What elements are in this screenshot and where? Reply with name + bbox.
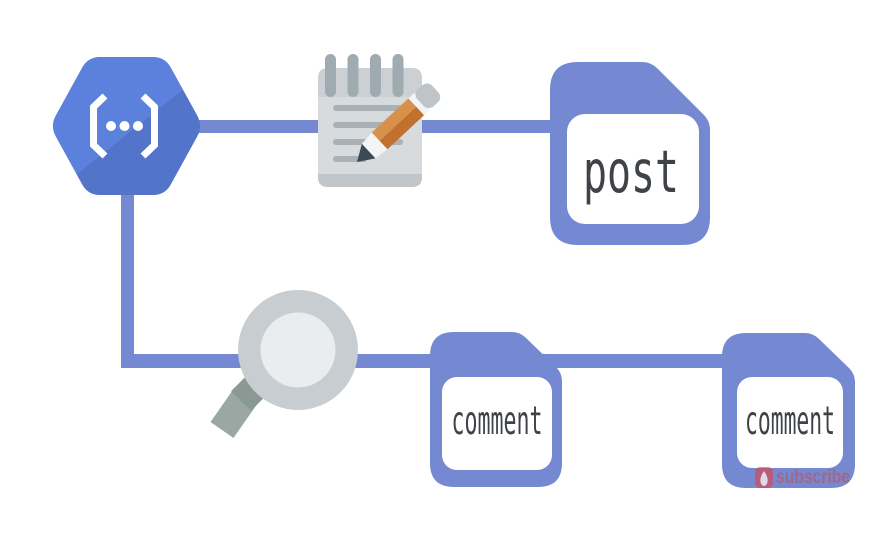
spiral-ring-2: [347, 54, 359, 97]
brace-dot-2: [119, 121, 130, 131]
magnifying-glass-icon: [210, 290, 358, 439]
pencil-eraser: [415, 83, 441, 109]
post-file-card: [567, 114, 699, 224]
connector-api-down: [121, 178, 134, 368]
comment-file-1: comment: [430, 332, 562, 487]
comment-file-1-card: [442, 377, 552, 470]
spiral-ring-3: [370, 54, 381, 97]
magnifier-lens: [260, 312, 336, 388]
pencil-body-light: [371, 98, 417, 141]
spiral-ring-1: [325, 54, 336, 97]
post-file: post: [550, 62, 710, 245]
hexagon-inner-shadow: [76, 76, 201, 195]
post-file-label: post: [583, 137, 679, 206]
pencil-band: [408, 92, 430, 116]
pencil-icon: [357, 83, 441, 162]
subscribe-watermark[interactable]: subscribe: [755, 467, 850, 488]
brace-dot-3: [133, 121, 143, 131]
pencil-tip: [357, 143, 376, 162]
magnifier-handle: [210, 388, 257, 439]
comment-file-2-card: [737, 377, 843, 468]
notepad-pencil-icon: [318, 54, 441, 187]
pencil-wood: [361, 132, 388, 159]
spiral-ring-4: [392, 54, 404, 97]
subscribe-label[interactable]: subscribe: [776, 467, 850, 488]
brace-dot-1: [106, 121, 116, 131]
notepad-bottom-band: [318, 174, 422, 187]
right-brace-glyph: [140, 93, 158, 159]
comment-file-2: comment: [722, 333, 855, 488]
note-line-1: [333, 105, 403, 111]
api-braces-hexagon-icon: [52, 57, 201, 195]
comment-file-1-label: comment: [452, 399, 543, 444]
flame-glyph: [760, 471, 768, 486]
comment-file-2-label: comment: [745, 399, 835, 444]
left-brace-glyph: [90, 93, 108, 159]
pencil-body-dark: [379, 106, 425, 150]
